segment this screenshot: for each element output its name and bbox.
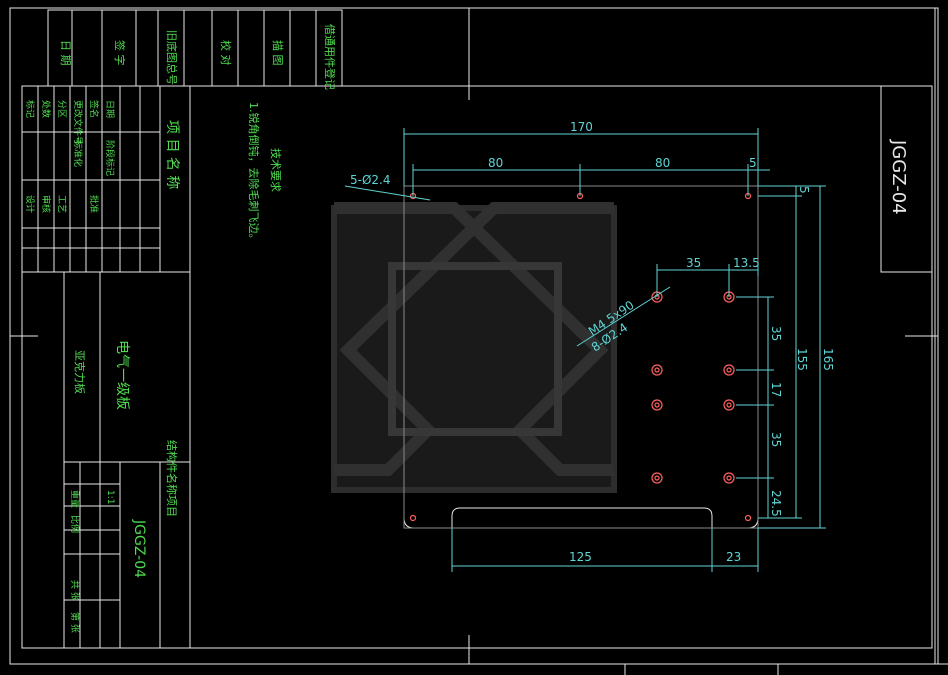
hole-small [409, 514, 417, 522]
header-strip [47, 9, 343, 87]
header-cell-trace: 描 图 [271, 40, 285, 66]
dim-23: 23 [726, 550, 741, 564]
dim-155: 155 [795, 348, 809, 371]
hole-big [723, 364, 735, 376]
drawing-frame [9, 7, 948, 675]
header-cell-old-drawing: 旧底图总号 [165, 30, 179, 85]
dim-17: 17 [769, 382, 783, 397]
mount-holes [409, 192, 752, 522]
cell-design: 设计 [24, 195, 36, 213]
cell-date: 日期 [104, 100, 115, 118]
dim-24-5: 24.5 [769, 490, 783, 517]
header-cell-general-register: 借通用件登记 [323, 24, 337, 90]
cell-standard: 标准化 [72, 140, 84, 167]
header-labels: 日 期 签 字 旧底图总号 校 对 描 图 借通用件登记 [59, 24, 337, 90]
part-name: 电气一级板 [114, 340, 130, 410]
hole-big [723, 472, 735, 484]
project-name-label: 项 目 名 称 [164, 120, 180, 189]
left-title-block [21, 85, 191, 649]
cell-approve: 批准 [88, 195, 100, 213]
hole-note-small: 5-Ø2.4 [350, 173, 391, 187]
cell-process: 工艺 [56, 195, 67, 213]
header-cell-date: 日 期 [59, 40, 72, 66]
hole-big [651, 472, 663, 484]
dim-170: 170 [570, 120, 593, 134]
hole-big [723, 399, 735, 411]
dim-165: 165 [821, 348, 835, 371]
hole-big [651, 364, 663, 376]
technical-notes: 技术要求 1.锐角倒钝，去除毛刺飞边。 [247, 102, 282, 245]
cell-weight: 重量 [69, 490, 81, 508]
cell-sheet-no: 第 张 [69, 612, 81, 633]
tech-notes-line1: 1.锐角倒钝，去除毛刺飞边。 [247, 102, 261, 245]
hole-big-inner [654, 367, 660, 373]
dim-125: 125 [569, 550, 592, 564]
hole-big-inner [654, 475, 660, 481]
cell-stage: 阶段标记 [104, 140, 116, 176]
hole-big [651, 399, 663, 411]
cell-review: 审核 [40, 195, 52, 213]
drawing-code-side: JGGZ-04 [888, 139, 909, 215]
dim-35-lower: 35 [769, 432, 783, 447]
drawing-code: JGGZ-04 [131, 519, 147, 578]
cell-zone: 分区 [56, 100, 67, 118]
cell-total-sheets: 共 张 [69, 580, 80, 601]
cell-scale: 比例 [69, 515, 81, 533]
tech-notes-title: 技术要求 [269, 148, 282, 192]
dim-35-upper: 35 [769, 326, 783, 341]
hole-big-inner [726, 402, 732, 408]
dim-13-5: 13.5 [733, 256, 760, 270]
cell-count: 处数 [40, 100, 52, 118]
hole-small [744, 514, 752, 522]
scale-value: 1:1 [105, 490, 115, 504]
cell-signature: 签名 [88, 100, 100, 118]
hole-big-inner [654, 402, 660, 408]
material-label: 亚克力板 [73, 350, 87, 394]
dimension-lines [344, 128, 826, 572]
dim-5-right: 5 [797, 186, 811, 194]
code-box: JGGZ-04 [880, 85, 933, 273]
left-title-labels: 标记 处数 分区 更改文件号 签名 日期 设计 审核 工艺 标准化 批准 阶段标… [24, 100, 180, 633]
hole-big-inner [726, 367, 732, 373]
part-outline [403, 185, 759, 529]
dim-80-left: 80 [488, 156, 503, 170]
dim-80-right: 80 [655, 156, 670, 170]
dim-5-top: 5 [749, 156, 757, 170]
header-cell-sign: 签 字 [113, 40, 127, 66]
cell-change-file: 更改文件号 [72, 100, 84, 145]
structure-label: 结构件名称项目 [165, 440, 179, 517]
hole-big-inner [726, 475, 732, 481]
dim-35-horizontal: 35 [686, 256, 701, 270]
watermark-logo [331, 202, 617, 493]
header-cell-check: 校 对 [219, 40, 233, 66]
cell-mark: 标记 [24, 100, 36, 118]
